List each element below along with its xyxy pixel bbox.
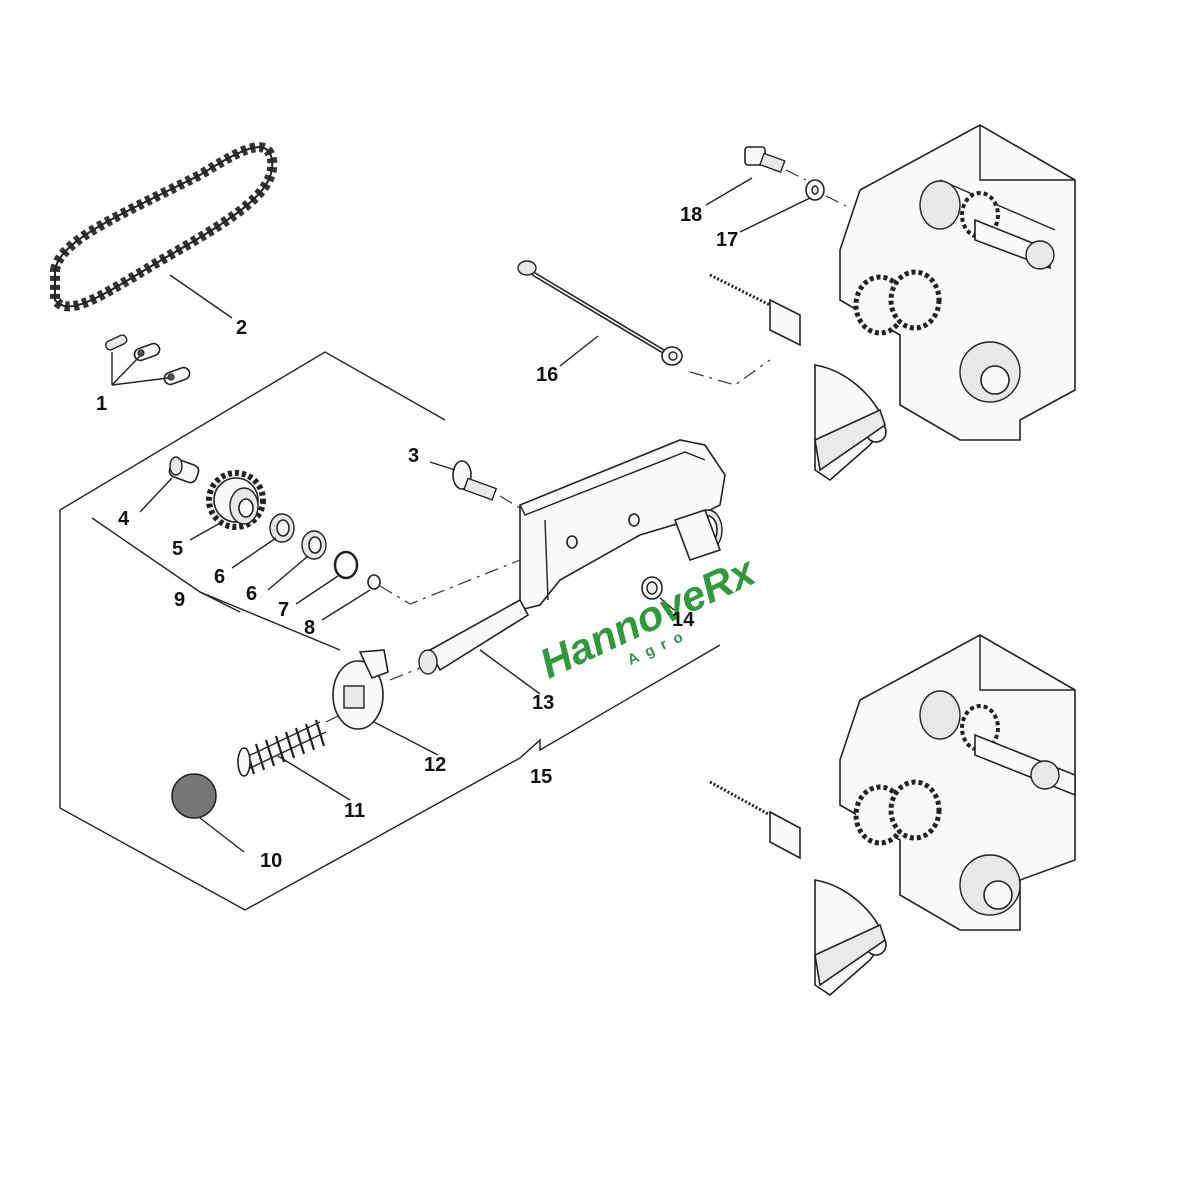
callout-9: 9 [174, 589, 185, 611]
callout-1: 1 [96, 393, 107, 415]
chain-connecting-link [104, 334, 191, 386]
callout-3: 3 [408, 445, 419, 467]
compression-spring [237, 719, 327, 777]
grey-disc [171, 773, 217, 819]
callout-15: 15 [530, 766, 552, 788]
small-ring [367, 574, 381, 590]
callout-6a: 6 [214, 566, 225, 588]
flange-bolt [452, 460, 498, 501]
leader-lines [111, 177, 811, 853]
bearing-2 [301, 530, 327, 560]
callout-6b: 6 [246, 583, 257, 605]
pivot-pin [517, 260, 683, 366]
callout-17: 17 [716, 229, 738, 251]
callout-7: 7 [278, 599, 289, 621]
callout-18: 18 [680, 204, 702, 226]
callout-11: 11 [344, 800, 365, 822]
callout-2: 2 [236, 317, 247, 339]
bearing-1 [269, 513, 295, 543]
callout-labels: 1 2 3 4 5 6 6 7 8 9 10 11 12 13 14 15 16… [96, 204, 738, 872]
gearbox-housing-bottom [709, 634, 1076, 997]
assembly-frame-15 [59, 351, 721, 911]
arm-nut [641, 576, 663, 600]
gearbox-housing-top [709, 124, 1076, 482]
callout-12: 12 [424, 754, 446, 776]
callout-14: 14 [672, 609, 695, 631]
callout-10: 10 [260, 850, 282, 872]
callout-13: 13 [532, 692, 554, 714]
group-bracket-9 [91, 517, 341, 651]
washer [805, 179, 825, 201]
spring-cap [332, 649, 389, 730]
callout-4: 4 [118, 508, 130, 530]
sprocket-bolt [168, 456, 200, 484]
callout-16: 16 [536, 364, 558, 386]
circlip [333, 550, 359, 580]
sprocket [206, 470, 266, 530]
mounting-bolt [744, 146, 786, 174]
tensioner-arm [418, 439, 726, 675]
callout-5: 5 [172, 538, 183, 560]
roller-chain [50, 142, 278, 312]
callout-8: 8 [304, 617, 315, 639]
